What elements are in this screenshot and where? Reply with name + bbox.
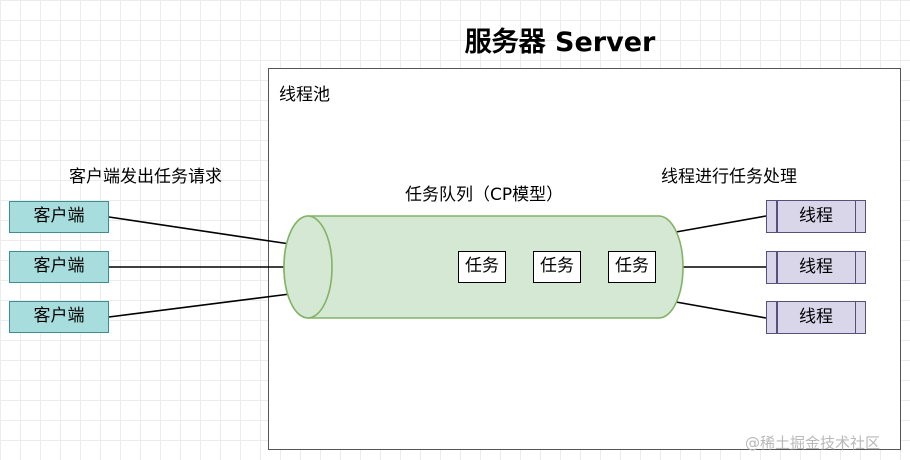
thread-1-connector bbox=[675, 215, 767, 233]
diagram-title: 服务器 Server bbox=[464, 27, 656, 58]
client-box-3: 客户端 bbox=[9, 301, 109, 333]
task-queue-label: 任务队列（CP模型） bbox=[405, 185, 564, 205]
thread-box-1: 线程 bbox=[766, 200, 866, 233]
thread-3-connector bbox=[675, 301, 767, 319]
client-box-2: 客户端 bbox=[9, 251, 109, 283]
threads-caption: 线程进行任务处理 bbox=[661, 167, 797, 187]
clients-caption: 客户端发出任务请求 bbox=[69, 167, 222, 187]
thread-box-3: 线程 bbox=[766, 301, 866, 334]
watermark: @稀土掘金技术社区 bbox=[745, 434, 881, 452]
client-3-connector bbox=[108, 293, 291, 318]
task-box-3: 任务 bbox=[608, 251, 656, 283]
task-box-1: 任务 bbox=[458, 251, 506, 283]
thread-box-2: 线程 bbox=[766, 251, 866, 284]
task-box-2: 任务 bbox=[533, 251, 581, 283]
client-box-1: 客户端 bbox=[9, 201, 109, 233]
client-1-connector bbox=[108, 216, 291, 245]
thread-pool-label: 线程池 bbox=[279, 85, 330, 105]
